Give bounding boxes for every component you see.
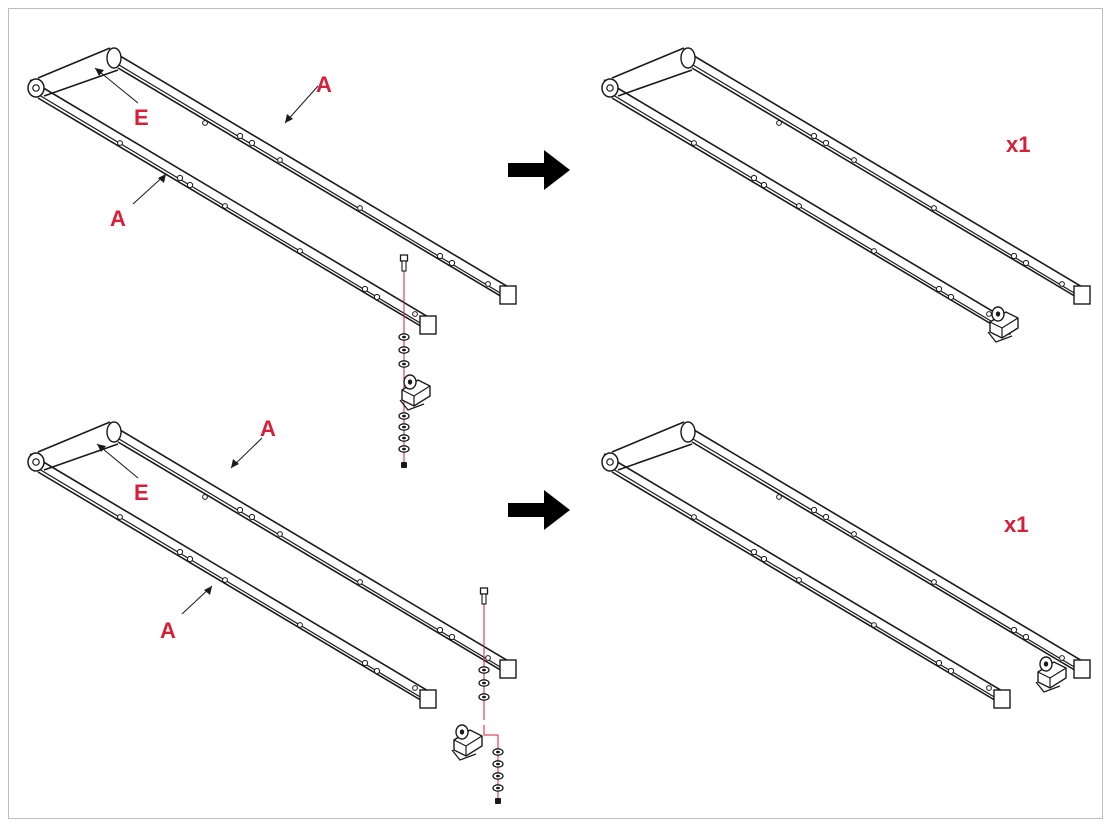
- washer-icon: [398, 445, 410, 453]
- hinge-bracket-icon: [451, 724, 483, 761]
- washer-icon: [492, 772, 504, 780]
- hardware-stack-top: [398, 254, 431, 468]
- step-arrow-icon: [508, 490, 570, 530]
- washer-icon: [398, 412, 410, 420]
- frame-bottom-before: [27, 421, 517, 709]
- quantity-top: x1: [1006, 132, 1030, 157]
- hinge-bracket-icon: [399, 374, 431, 411]
- callout-a-bottom-rail: A: [160, 618, 176, 643]
- frame-top-assembled: [601, 47, 1091, 343]
- washer-icon: [398, 423, 410, 431]
- frame-top-before: [27, 47, 517, 335]
- step-arrow-icon: [508, 150, 570, 190]
- hardware-stack-bottom: [451, 587, 504, 804]
- callout-a-top-rail: A: [260, 416, 276, 441]
- washer-icon: [492, 784, 504, 792]
- diagram-frame: [8, 8, 1103, 819]
- bolt-icon: [479, 587, 489, 605]
- washer-icon: [492, 748, 504, 756]
- washer-icon: [492, 760, 504, 768]
- washer-icon: [398, 434, 410, 442]
- callout-e-crossbar: E: [134, 480, 149, 505]
- washer-icon: [398, 360, 410, 368]
- nut-icon: [401, 462, 407, 468]
- washer-icon: [478, 693, 490, 701]
- nut-icon: [495, 798, 501, 804]
- callout-a-top-rail: A: [316, 72, 332, 97]
- callout-a-bottom-rail: A: [110, 206, 126, 231]
- washer-icon: [478, 666, 490, 674]
- washer-icon: [398, 333, 410, 341]
- frame-bottom-assembled: [601, 421, 1091, 709]
- callout-e-crossbar: E: [134, 105, 149, 130]
- bolt-icon: [399, 254, 409, 272]
- washer-icon: [478, 679, 490, 687]
- quantity-bottom: x1: [1004, 512, 1028, 537]
- washer-icon: [398, 346, 410, 354]
